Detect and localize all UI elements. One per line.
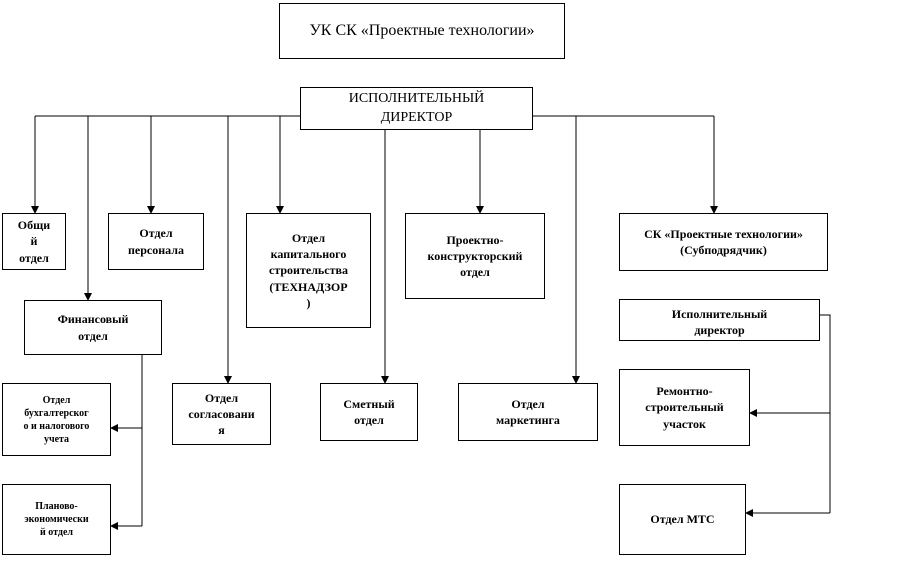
estimate-dept-line: Сметный [343,396,395,411]
planning-dept-line: Планово- [35,501,78,512]
subcontractor-box: СК «Проектные технологии» (Субподрядчик) [619,213,828,271]
approval-dept-line: я [218,423,225,438]
accounting-dept-line: учета [43,433,70,445]
estimate-dept-line: отдел [354,413,384,427]
sub-director-box: Исполнительный директор [619,299,820,341]
personnel-dept-line: персонала [128,242,184,257]
mts-dept-box: Отдел МТС [619,484,746,555]
personnel-dept-box: Отдел персонала [108,213,204,270]
marketing-dept-line: маркетинга [496,413,560,427]
financial-dept-box: Финансовый отдел [24,300,162,355]
accounting-dept-box: Отдел бухгалтерског о и налогового учета [2,383,111,456]
repair-section-line: участок [663,416,706,431]
subdirector-bus [820,314,831,513]
sub-director-line: директор [694,323,745,338]
personnel-dept-line: Отдел [139,226,173,241]
capital-dept-line: капитального [270,247,347,262]
approval-dept-box: Отдел согласовани я [172,383,271,445]
accounting-dept-line: о и налогового [23,420,90,432]
design-dept-line: отдел [460,265,490,280]
marketing-dept-line: Отдел [511,396,545,411]
accounting-dept-line: бухгалтерског [24,407,89,419]
general-dept-line: й [30,234,38,249]
general-dept-line: Общи [17,218,51,233]
general-dept-line: отдел [19,250,49,265]
director-line-2: ДИРЕКТОР [380,109,453,125]
sub-director-line: Исполнительный [671,307,768,321]
financial-dept-line: отдел [78,328,108,343]
capital-dept-line: ) [306,295,311,310]
mts-dept-line: Отдел МТС [650,512,715,527]
repair-section-box: Ремонтно- строительный участок [619,369,750,446]
capital-dept-line: строительства [269,263,348,278]
repair-section-line: Ремонтно- [656,384,713,399]
design-dept-box: Проектно- конструкторский отдел [405,213,545,299]
approval-dept-line: согласовани [188,406,255,421]
company-title: УК СК «Проектные технологии» [309,22,535,40]
approval-dept-line: Отдел [204,390,239,405]
planning-dept-line: экономически [24,514,89,525]
design-dept-line: Проектно- [446,233,504,247]
capital-dept-line: (ТЕХНАДЗОР [269,279,348,294]
repair-section-line: строительный [645,400,724,415]
marketing-dept-box: Отдел маркетинга [458,383,598,441]
design-dept-line: конструкторский [427,249,523,264]
capital-dept-line: Отдел [291,231,326,246]
planning-dept-box: Планово- экономически й отдел [2,484,111,555]
financial-dept-line: Финансовый [57,312,129,327]
planning-dept-line: й отдел [39,527,74,538]
estimate-dept-box: Сметный отдел [320,383,418,441]
director-line-1: ИСПОЛНИТЕЛЬНЫЙ [348,90,485,106]
executive-director-box: ИСПОЛНИТЕЛЬНЫЙ ДИРЕКТОР [300,87,533,130]
company-title-box: УК СК «Проектные технологии» [279,3,565,59]
capital-construction-dept-box: Отдел капитального строительства (ТЕХНАД… [246,213,371,328]
general-dept-box: Общи й отдел [2,213,66,270]
subcontractor-line: (Субподрядчик) [680,243,767,257]
subcontractor-line: СК «Проектные технологии» [644,226,803,241]
accounting-dept-line: Отдел [42,394,71,406]
